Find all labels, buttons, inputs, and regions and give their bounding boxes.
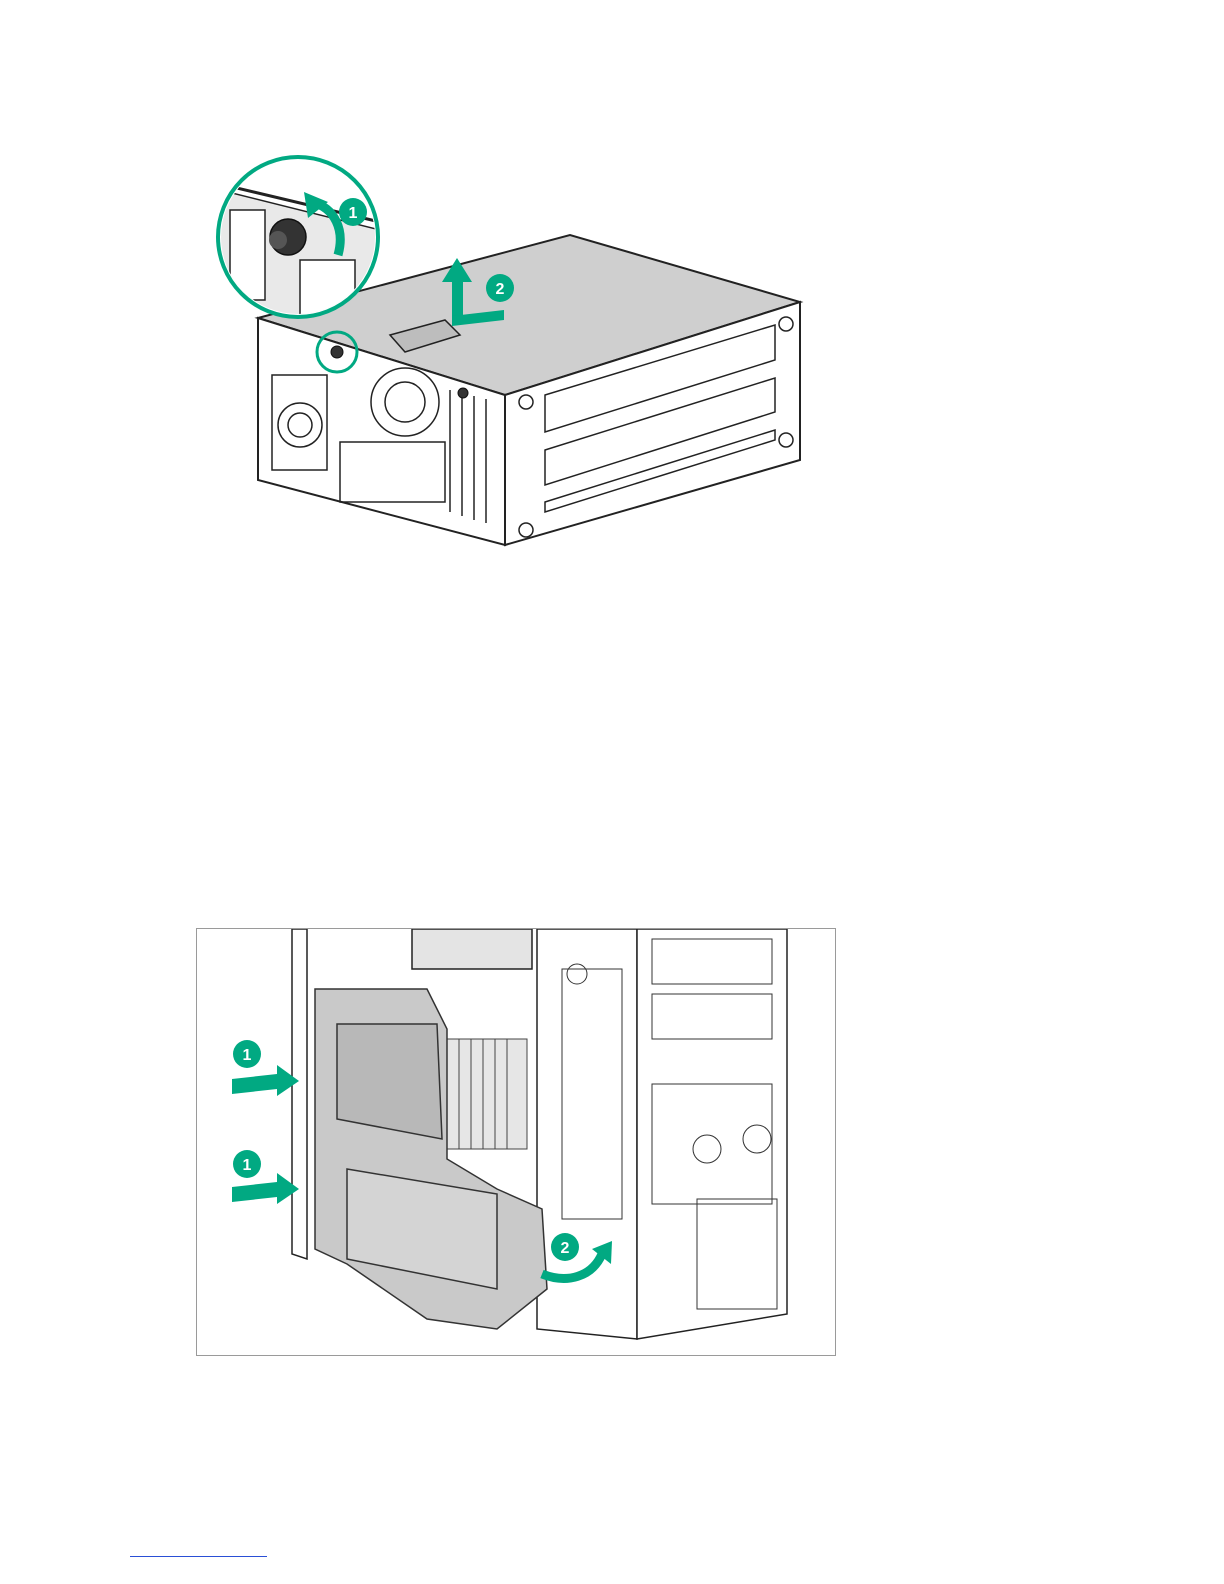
callout-number: 1 bbox=[243, 1047, 252, 1064]
callout-badge: 2 bbox=[551, 1233, 579, 1261]
callout-number: 2 bbox=[496, 281, 505, 298]
push-arrow-icon bbox=[232, 1173, 299, 1204]
thumbscrew bbox=[458, 388, 468, 398]
figure-remove-air-baffle: 1 1 2 bbox=[196, 928, 836, 1356]
callout-number: 1 bbox=[243, 1157, 252, 1174]
callout-number: 2 bbox=[561, 1240, 570, 1257]
callout-badge: 1 bbox=[233, 1150, 261, 1178]
callout-badge: 1 bbox=[339, 198, 367, 226]
footer-link[interactable] bbox=[130, 1556, 267, 1557]
thumbscrew bbox=[331, 346, 343, 358]
push-arrow-icon bbox=[232, 1065, 299, 1096]
heatsink bbox=[437, 1039, 527, 1149]
callout-badge: 2 bbox=[486, 274, 514, 302]
figure-remove-access-panel: 1 2 bbox=[200, 140, 820, 560]
callout-number: 1 bbox=[349, 205, 358, 222]
callout-badge: 1 bbox=[233, 1040, 261, 1068]
